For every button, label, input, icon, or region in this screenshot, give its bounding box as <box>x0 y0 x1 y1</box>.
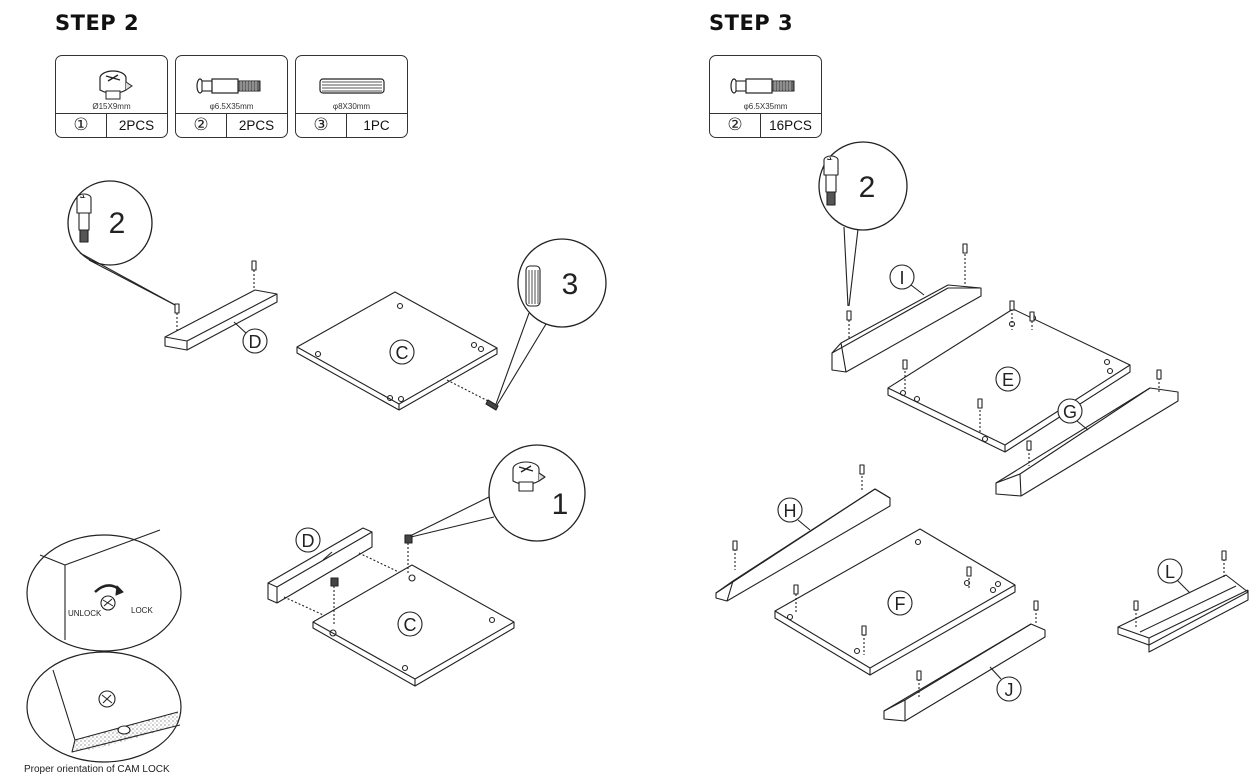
part-box-cam-bolt-step3: φ6.5X35mm ② 16PCS <box>709 55 822 138</box>
panel-c-bottom: C <box>312 534 515 687</box>
wood-dowel-icon <box>319 78 385 94</box>
panel-d-top: D <box>164 260 278 354</box>
lock-label: LOCK <box>131 606 153 615</box>
part-number: ① <box>56 114 107 137</box>
part-number: ② <box>176 114 227 137</box>
part-size: φ6.5X35mm <box>209 102 254 111</box>
part-size: φ8X30mm <box>332 102 371 111</box>
dowel-callout-number: 3 <box>562 268 579 301</box>
panel-label: C <box>396 343 409 363</box>
part-row: ① 2PCS <box>56 113 167 137</box>
unlock-label: UNLOCK <box>68 609 102 618</box>
panel-c-top: C <box>296 291 499 411</box>
panel-f: F <box>774 528 1016 676</box>
panel-h: H <box>715 464 891 602</box>
dowel-callout: 3 <box>495 238 607 406</box>
panel-label: C <box>404 615 417 635</box>
panel-label: E <box>1002 370 1014 390</box>
cam-lock-caption: Proper orientation of CAM LOCK <box>24 764 170 775</box>
panel-label: F <box>895 594 906 614</box>
part-row: ② 2PCS <box>176 113 287 137</box>
part-box-dowel: φ8X30mm ③ 1PC <box>295 55 408 138</box>
part-quantity: 2PCS <box>238 118 275 133</box>
cam-bolt-icon <box>730 78 795 94</box>
part-row: ② 16PCS <box>710 113 821 137</box>
part-row: ③ 1PC <box>296 113 407 137</box>
panel-i: I <box>831 243 982 373</box>
orientation-inset-top: UNLOCK LOCK <box>26 529 182 652</box>
cam-lock-icon <box>99 70 133 100</box>
panel-j: J <box>883 600 1046 722</box>
panel-label: I <box>899 268 904 288</box>
part-number: ③ <box>296 114 347 137</box>
step3-title: STEP 3 <box>709 11 794 35</box>
part-quantity: 16PCS <box>769 118 812 133</box>
part-quantity: 2PCS <box>118 118 155 133</box>
part-size: Ø15X9mm <box>92 102 131 111</box>
panel-label: D <box>302 531 315 551</box>
bolt-callout-step3: 2 <box>818 141 908 307</box>
bolt-callout: 2 <box>67 180 178 307</box>
cam-bolt-icon <box>196 78 261 94</box>
part-box-cam-lock: Ø15X9mm ① 2PCS <box>55 55 168 138</box>
panel-label: L <box>1165 562 1175 582</box>
part-size: φ6.5X35mm <box>743 102 788 111</box>
step2-title: STEP 2 <box>55 11 140 35</box>
panel-label: H <box>784 501 797 521</box>
panel-label: G <box>1063 402 1077 422</box>
camlock-callout-number: 1 <box>552 488 569 521</box>
bolt-callout-number: 2 <box>109 207 126 240</box>
panel-e: E <box>887 300 1131 453</box>
panel-g: G <box>995 369 1179 497</box>
orientation-inset-bottom <box>26 651 182 763</box>
part-number: ② <box>710 114 761 137</box>
camlock-callout: 1 <box>409 444 586 542</box>
panel-d-bottom: D <box>267 527 406 619</box>
part-box-cam-bolt: φ6.5X35mm ② 2PCS <box>175 55 288 138</box>
panel-label: J <box>1005 680 1014 700</box>
bolt-callout-number: 2 <box>859 171 876 204</box>
part-quantity: 1PC <box>363 118 390 133</box>
panel-label: D <box>249 332 262 352</box>
panel-l: L <box>1117 550 1249 653</box>
